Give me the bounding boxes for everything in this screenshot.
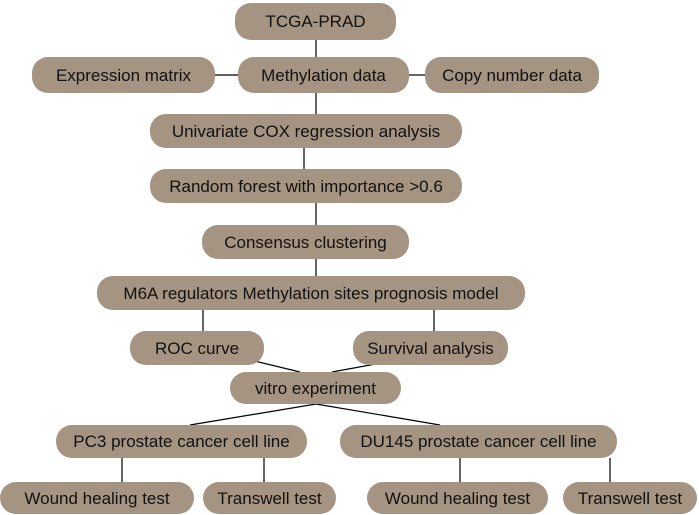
node-du145-cell-line: DU145 prostate cancer cell line xyxy=(340,425,617,458)
connector-vitro-du145 xyxy=(315,403,441,426)
node-du145-transwell: Transwell test xyxy=(563,482,697,514)
node-expression-matrix: Expression matrix xyxy=(32,57,215,93)
node-methylation-data: Methylation data xyxy=(238,57,409,93)
node-pc3-transwell: Transwell test xyxy=(203,482,336,514)
node-copy-number-data: Copy number data xyxy=(425,57,599,93)
node-pc3-wound-healing: Wound healing test xyxy=(0,482,194,514)
node-tcga-prad: TCGA-PRAD xyxy=(235,3,396,40)
node-roc-curve: ROC curve xyxy=(130,331,264,365)
node-univariate-cox: Univariate COX regression analysis xyxy=(150,114,462,148)
node-survival-analysis: Survival analysis xyxy=(353,331,508,365)
node-prognosis-model: M6A regulators Methylation sites prognos… xyxy=(97,276,525,310)
node-random-forest: Random forest with importance >0.6 xyxy=(150,169,462,203)
node-du145-wound-healing: Wound healing test xyxy=(367,482,548,514)
connector-vitro-pc3 xyxy=(189,403,317,426)
node-vitro-experiment: vitro experiment xyxy=(230,372,401,404)
node-pc3-cell-line: PC3 prostate cancer cell line xyxy=(56,425,307,458)
node-consensus-clustering: Consensus clustering xyxy=(202,225,409,259)
